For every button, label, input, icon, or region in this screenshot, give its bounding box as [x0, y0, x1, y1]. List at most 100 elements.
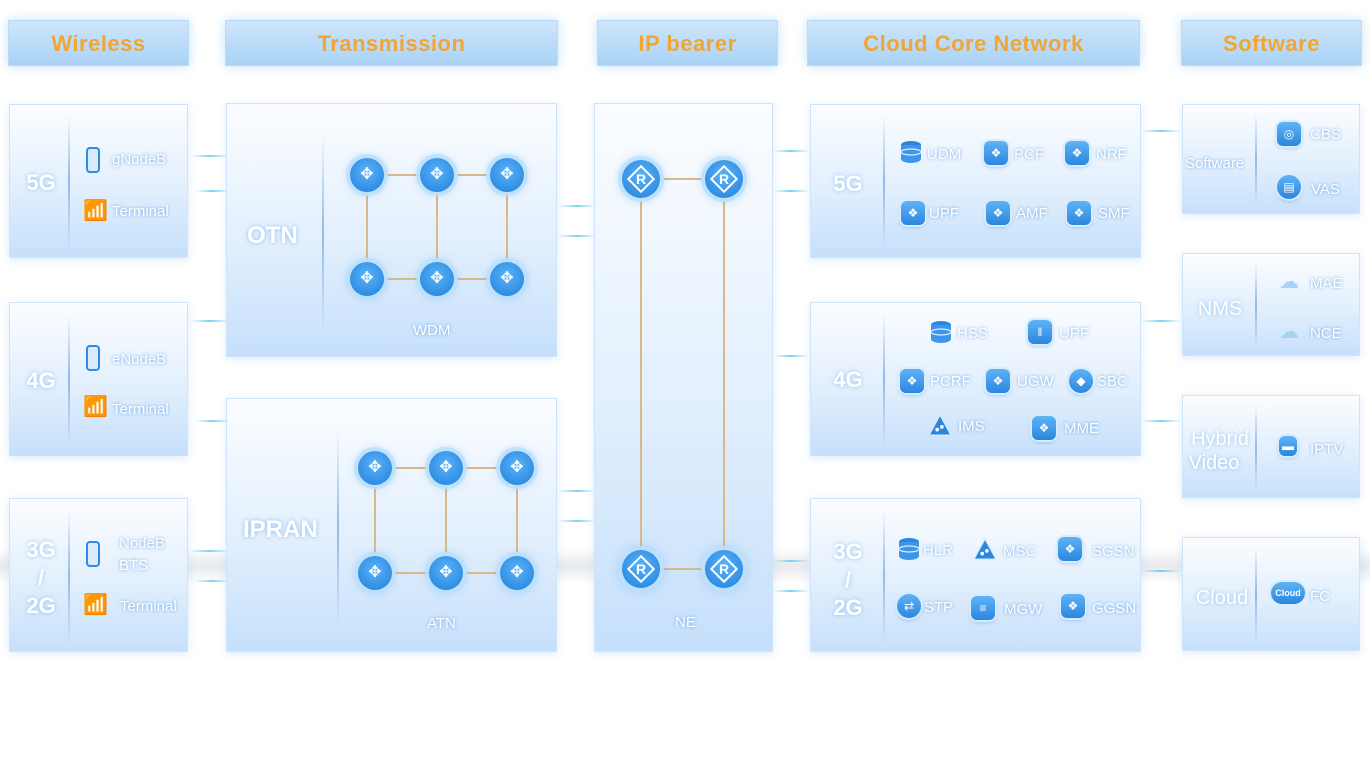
core-2g-gen: 2G — [833, 595, 863, 620]
core-5g-gen: 5G — [833, 171, 863, 196]
cloud-server-icon: ☁ — [1279, 321, 1299, 343]
smf-label: SMF — [1098, 205, 1130, 222]
ipran-node-icon: ✥ — [358, 556, 392, 590]
cbs-label: CBS — [1310, 126, 1341, 143]
router-icon: R — [622, 160, 660, 198]
header-cloud-core: Cloud Core Network — [807, 20, 1140, 66]
wireless-4g-gen: 4G — [26, 368, 56, 393]
iptv-label: IPTV — [1310, 441, 1344, 458]
ggsn-label: GGSN — [1092, 600, 1137, 617]
bts-label: BTS — [119, 557, 149, 574]
database-icon — [900, 141, 922, 163]
network-function-icon: ❖ — [1061, 594, 1085, 618]
ipran-node-icon: ✥ — [429, 451, 463, 485]
otn-node-icon: ✥ — [350, 158, 384, 192]
ipran-links — [374, 467, 518, 574]
separator — [1255, 404, 1257, 492]
network-function-icon: ❖ — [900, 369, 924, 393]
stp-label: STP — [924, 599, 954, 616]
separator — [337, 429, 339, 629]
tv-icon: ▬ — [1279, 436, 1297, 456]
wireless-3g-gen: 3G — [26, 537, 56, 562]
enodeb-label: eNodeB — [112, 351, 167, 368]
mgw-label: MGW — [1004, 601, 1043, 618]
network-function-icon: ❖ — [1032, 416, 1056, 440]
amf-label: AMF — [1016, 205, 1048, 222]
upf-label: UPF — [1059, 325, 1089, 342]
pcf-label: PCF — [1014, 146, 1044, 163]
separator — [883, 509, 885, 643]
separator — [68, 313, 70, 447]
network-function-icon: ❖ — [1067, 201, 1091, 225]
separator — [1255, 113, 1257, 207]
video-title: Video — [1188, 452, 1240, 474]
atn-caption: ATN — [427, 615, 456, 632]
network-function-icon: ❖ — [1058, 537, 1082, 561]
wireless-3g2g-panel: 3G / 2G NodeB BTS 📶 Terminal — [9, 498, 188, 652]
core-4g-panel: 4G HSS ‖ UPF ❖ PCRF ❖ UGW ◆ SBC IMS ❖ MM… — [810, 302, 1141, 456]
separator — [68, 115, 70, 249]
nms-panel: NMS ☁ MAE ☁ NCE — [1182, 253, 1360, 356]
ipran-node-icon: ✥ — [500, 556, 534, 590]
triangle-icon — [928, 413, 952, 436]
otn-node-icon: ✥ — [420, 262, 454, 296]
nce-label: NCE — [1310, 325, 1342, 342]
header-wireless: Wireless — [8, 20, 189, 66]
separator — [1255, 546, 1257, 644]
wireless-2g-gen: 2G — [26, 593, 56, 618]
phone-icon — [86, 147, 100, 173]
cloud-title: Cloud — [1195, 587, 1249, 609]
ipran-node-icon: ✥ — [429, 556, 463, 590]
msc-label: MSC — [1003, 543, 1037, 560]
database-icon — [930, 321, 952, 343]
nodeb-label: NodeB — [119, 535, 165, 552]
separator — [883, 313, 885, 447]
cloud-icon: Cloud — [1271, 582, 1305, 604]
core-slash: / — [844, 567, 852, 592]
network-function-icon: ❖ — [986, 369, 1010, 393]
terminal-label: Terminal — [112, 401, 169, 418]
ipran-panel: IPRAN ✥ ✥ ✥ ✥ ✥ ✥ ATN — [226, 398, 557, 652]
vas-label: VAS — [1311, 181, 1340, 198]
nrf-label: NRF — [1096, 146, 1127, 163]
ipran-title: IPRAN — [243, 516, 318, 543]
cloud-server-icon: ☁ — [1279, 271, 1299, 293]
antenna-icon: 📶 — [83, 594, 108, 616]
ipran-node-icon: ✥ — [358, 451, 392, 485]
header-software: Software — [1181, 20, 1362, 66]
terminal-label: Terminal — [120, 598, 177, 615]
antenna-icon: 📶 — [83, 396, 108, 418]
software-panel: Software ◎ CBS ▤ VAS — [1182, 104, 1360, 214]
otn-node-icon: ✥ — [420, 158, 454, 192]
otn-node-icon: ✥ — [490, 262, 524, 296]
otn-node-icon: ✥ — [350, 262, 384, 296]
header-transmission: Transmission — [225, 20, 558, 66]
wireless-slash: / — [37, 565, 45, 590]
hybrid-title: Hybrid — [1191, 428, 1249, 450]
mae-label: MAE — [1310, 275, 1343, 292]
database-icon — [898, 538, 920, 560]
router-icon: R — [705, 550, 743, 588]
service-icon: ▤ — [1277, 175, 1301, 199]
otn-node-icon: ✥ — [490, 158, 524, 192]
udm-label: UDM — [927, 146, 962, 163]
core-3g-gen: 3G — [833, 539, 863, 564]
otn-title: OTN — [247, 222, 298, 249]
ip-bearer-panel: R R R R NE — [594, 103, 773, 652]
wireless-5g-panel: 5G gNodeB 📶 Terminal — [9, 104, 188, 258]
core-5g-panel: 5G UDM ❖ PCF ❖ NRF ❖ UPF ❖ AMF ❖ SMF — [810, 104, 1141, 258]
transfer-icon: ⇄ — [897, 594, 921, 618]
network-function-icon: ‖ — [1028, 320, 1052, 344]
core-3g2g-panel: 3G / 2G HLR MSC ❖ SGSN ⇄ STP ≡ MGW ❖ GGS… — [810, 498, 1141, 652]
separator — [68, 509, 70, 643]
otn-links — [366, 174, 508, 280]
phone-icon — [86, 541, 100, 567]
ims-label: IMS — [958, 418, 985, 435]
cloud-panel: Cloud Cloud FC — [1182, 537, 1360, 651]
ne-caption: NE — [675, 614, 696, 631]
hlr-label: HLR — [923, 542, 954, 559]
network-function-icon: ❖ — [1065, 141, 1089, 165]
nms-title: NMS — [1197, 298, 1243, 320]
mme-label: MME — [1064, 420, 1099, 437]
otn-panel: OTN ✥ ✥ ✥ ✥ ✥ ✥ WDM — [226, 103, 557, 357]
